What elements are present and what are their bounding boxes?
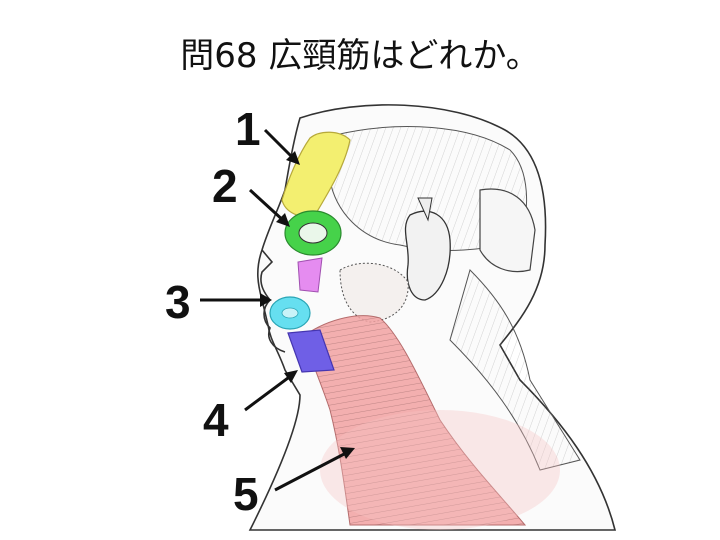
parotid-region (339, 262, 409, 323)
muscle-zygomaticus (297, 257, 323, 293)
label-1: 1 (235, 103, 261, 155)
label-5: 5 (233, 468, 259, 520)
arrow-2 (248, 188, 287, 224)
muscle-4 (287, 329, 335, 373)
trapezius-region (449, 269, 581, 471)
ear (404, 210, 451, 301)
label-4: 4 (203, 394, 229, 446)
label-3: 3 (165, 276, 191, 328)
arrow-1 (263, 128, 297, 162)
label-2: 2 (212, 160, 238, 212)
face-profile (260, 249, 286, 353)
occipital-region (479, 188, 536, 273)
arrow-4 (244, 373, 293, 412)
question-title: 問68 広頸筋はどれか。 (180, 36, 540, 76)
arrow-5 (274, 450, 349, 492)
